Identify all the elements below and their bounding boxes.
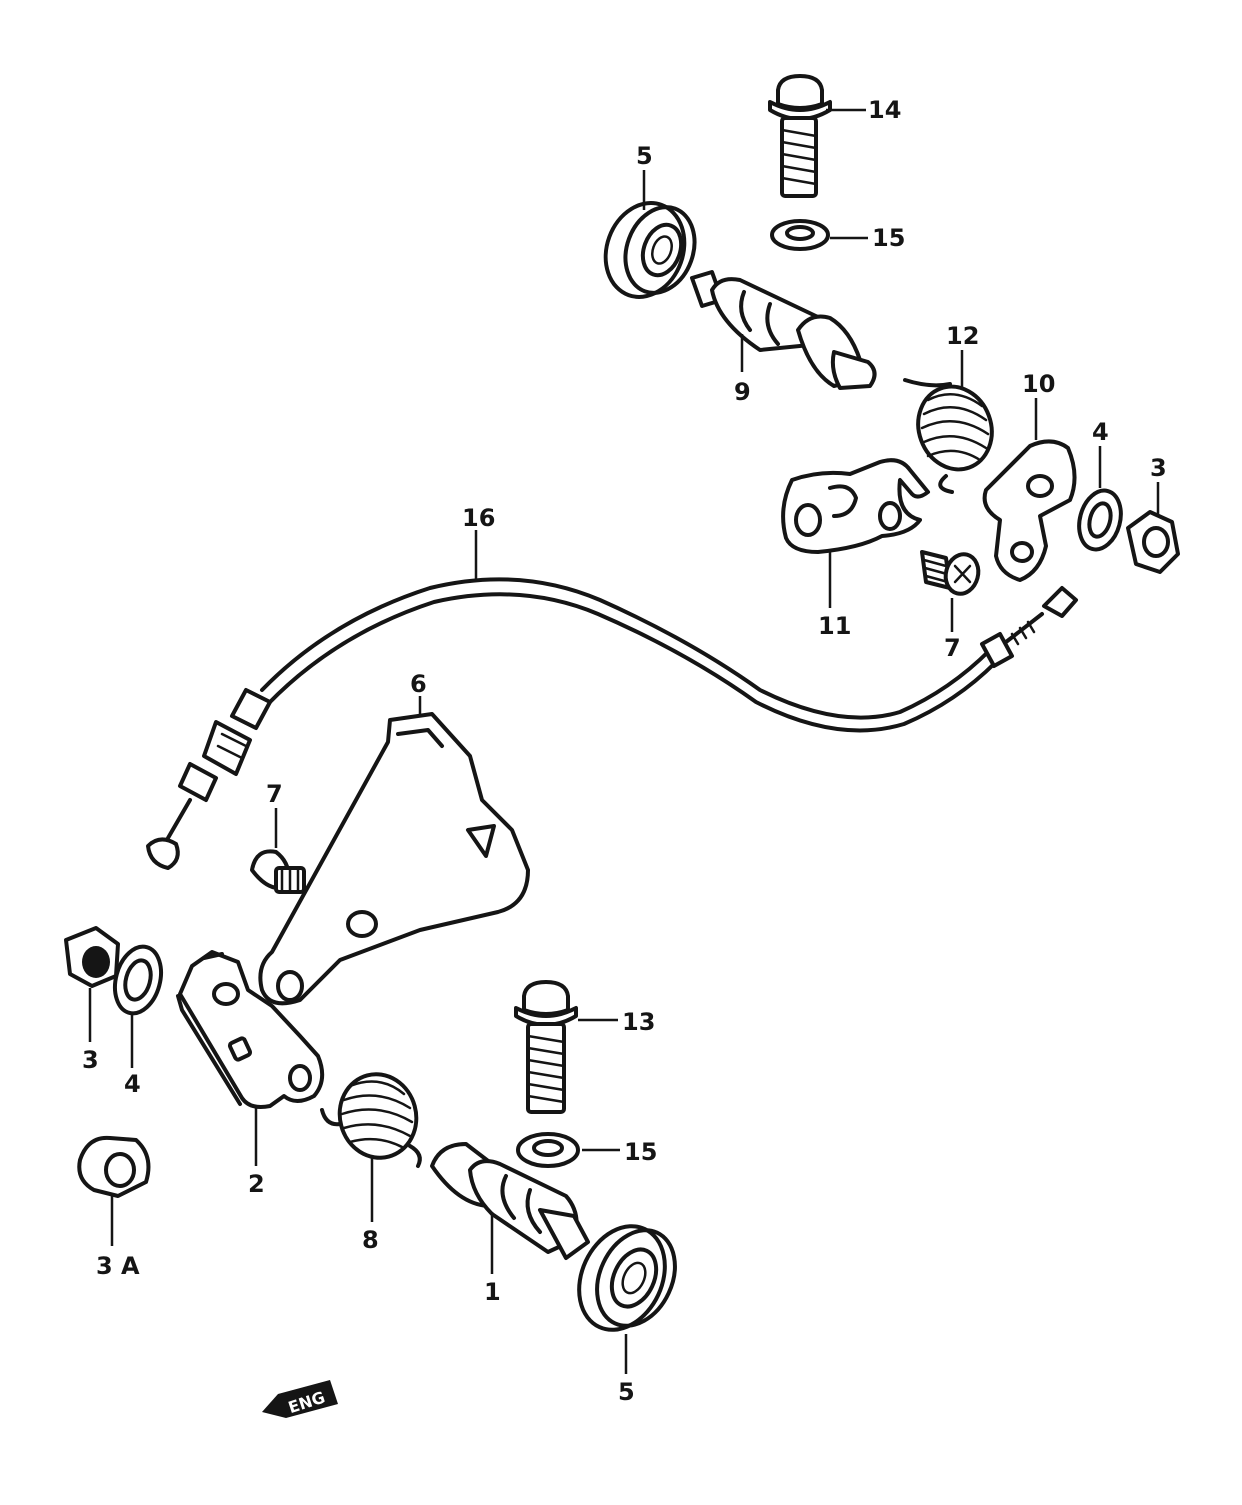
part-15-washer-lower: [516, 1132, 580, 1168]
callout-7-lower: 7: [266, 780, 283, 808]
callout-7-upper: 7: [944, 634, 961, 662]
callout-4-left: 4: [124, 1070, 141, 1098]
part-6-bracket: [258, 712, 530, 1006]
callout-5-upper: 5: [636, 142, 653, 170]
callout-3a: 3 A: [96, 1252, 140, 1280]
part-8-spring-lower: [320, 1072, 422, 1168]
part-7-screw-upper: [920, 550, 981, 596]
callout-1: 1: [484, 1278, 501, 1306]
callout-labels: 14 15 5 9 12 10 4 3 16 11 7 6 7 3 4 13 1…: [82, 96, 1167, 1406]
part-4-washer-upper: [1077, 488, 1123, 552]
part-5-bearing-lower: [577, 1224, 677, 1332]
callout-8: 8: [362, 1226, 379, 1254]
callout-16: 16: [462, 504, 495, 532]
callout-12: 12: [946, 322, 979, 350]
callout-2: 2: [248, 1170, 265, 1198]
part-3a-nut: [77, 1135, 151, 1198]
part-15-washer-upper: [770, 219, 830, 251]
callout-15-lower: 15: [624, 1138, 657, 1166]
callout-5-lower: 5: [618, 1378, 635, 1406]
callout-3-left: 3: [82, 1046, 99, 1074]
callout-9: 9: [734, 378, 751, 406]
part-4-washer-left: [112, 944, 164, 1016]
part-7-screw-lower: [250, 849, 306, 894]
eng-direction-marker: ENG: [262, 1380, 338, 1418]
part-3-nut-left: [64, 926, 120, 988]
part-14-flange-bolt: [768, 74, 832, 198]
part-11-lever-upper: [781, 458, 930, 554]
callout-13: 13: [622, 1008, 655, 1036]
part-5-bearing-upper: [603, 201, 697, 299]
part-3-nut-upper: [1126, 510, 1180, 574]
callout-11: 11: [818, 612, 851, 640]
callout-6: 6: [410, 670, 427, 698]
callout-14: 14: [868, 96, 901, 124]
callout-10: 10: [1022, 370, 1055, 398]
leader-lines: [88, 108, 1160, 1374]
part-12-spring-upper: [903, 378, 994, 494]
part-10-plate: [982, 439, 1077, 582]
part-13-flange-bolt: [514, 980, 578, 1114]
callout-15-upper: 15: [872, 224, 905, 252]
part-2-lever-lower: [176, 950, 325, 1109]
part-16-cable: [146, 577, 1078, 870]
callout-3-upper: 3: [1150, 454, 1167, 482]
callout-4-upper: 4: [1092, 418, 1109, 446]
part-1-shaft-lower: [430, 1142, 590, 1260]
part-9-shaft-upper: [690, 270, 877, 390]
